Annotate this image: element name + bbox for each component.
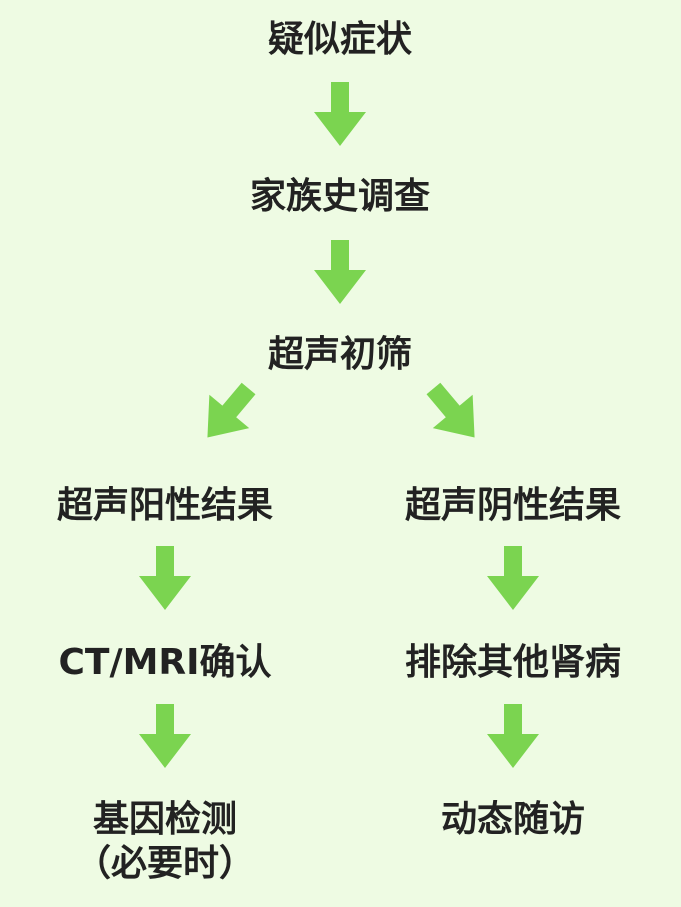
arrow-diagonal-shape xyxy=(207,382,256,438)
node-family-history: 家族史调查 xyxy=(250,175,430,219)
arrow-down-shape xyxy=(314,240,366,304)
node-ultrasound-positive: 超声阳性结果 xyxy=(57,484,273,528)
node-family-history-label: 家族史调查 xyxy=(249,176,431,217)
node-genetic-test: 基因检测 （必要时） xyxy=(75,798,255,886)
node-ultrasound-positive-label: 超声阳性结果 xyxy=(56,485,274,526)
node-genetic-test-note: （必要时） xyxy=(74,843,256,884)
arrow-down-shape xyxy=(139,704,191,768)
arrow-down-shape xyxy=(314,82,366,146)
node-ct-mri-confirm-label: CT/MRI确认 xyxy=(58,642,272,683)
arrow-positive-to-ctmri xyxy=(139,546,191,610)
node-ultrasound-screening-label: 超声初筛 xyxy=(267,334,413,375)
arrow-symptoms-to-family xyxy=(314,82,366,146)
node-exclude-other: 排除其他肾病 xyxy=(405,641,621,685)
node-follow-up: 动态随访 xyxy=(441,798,585,842)
arrow-down-shape xyxy=(139,546,191,610)
node-ultrasound-screening: 超声初筛 xyxy=(268,333,412,377)
node-symptoms: 疑似症状 xyxy=(268,18,412,62)
node-ct-mri-confirm: CT/MRI确认 xyxy=(58,641,271,685)
arrow-diagonal-shape xyxy=(426,382,475,438)
node-follow-up-label: 动态随访 xyxy=(440,799,586,840)
arrow-negative-to-exclude xyxy=(487,546,539,610)
arrow-down-shape xyxy=(487,704,539,768)
node-genetic-test-label: 基因检测 xyxy=(92,799,238,840)
arrow-family-to-screening xyxy=(314,240,366,304)
arrow-exclude-to-followup xyxy=(487,704,539,768)
arrow-screening-to-negative xyxy=(426,382,475,438)
arrow-screening-to-positive xyxy=(207,382,256,438)
arrow-ctmri-to-genetic xyxy=(139,704,191,768)
node-symptoms-label: 疑似症状 xyxy=(267,19,413,60)
node-exclude-other-label: 排除其他肾病 xyxy=(404,642,622,683)
node-ultrasound-negative: 超声阴性结果 xyxy=(405,484,621,528)
node-ultrasound-negative-label: 超声阴性结果 xyxy=(404,485,622,526)
arrow-down-shape xyxy=(487,546,539,610)
